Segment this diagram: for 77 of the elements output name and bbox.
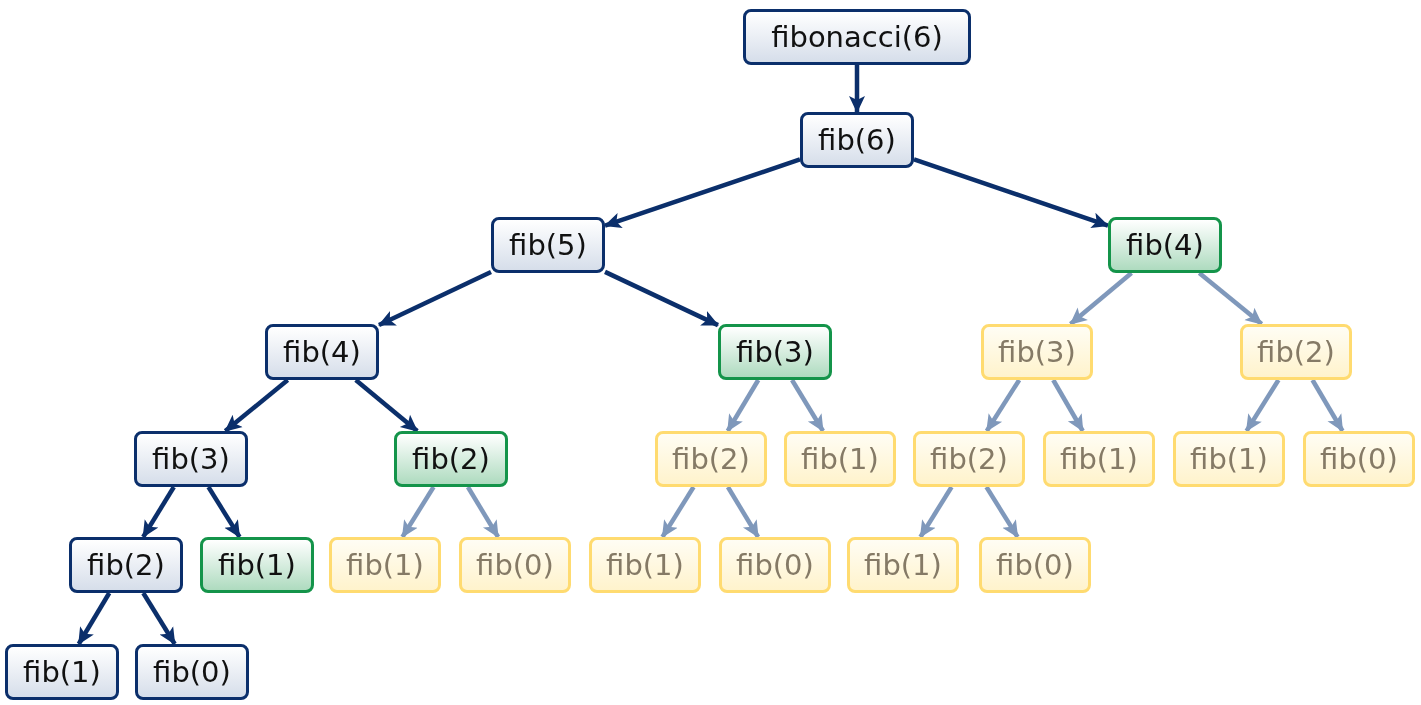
- arrow: [913, 157, 1109, 228]
- arrow: [984, 378, 1022, 433]
- call-box: [135, 644, 249, 700]
- call-box: [134, 431, 248, 487]
- call-label: fib(1): [1190, 442, 1268, 476]
- call-label: fib(1): [1060, 442, 1138, 476]
- call-label: fib(1): [218, 548, 296, 582]
- call-box: [1043, 431, 1155, 487]
- call-label: fib(2): [87, 548, 165, 582]
- call-box: [655, 431, 767, 487]
- call-box: [1108, 217, 1222, 273]
- call-box: [743, 9, 971, 65]
- call-label: fib(2): [930, 442, 1008, 476]
- arrow: [354, 378, 419, 433]
- call-box: [913, 431, 1025, 487]
- arrow: [1051, 378, 1085, 433]
- call-label: fibonacci(6): [771, 20, 943, 54]
- call-label: fib(1): [23, 655, 101, 689]
- arrow: [1310, 378, 1345, 433]
- arrow: [141, 485, 176, 539]
- call-box: [394, 431, 508, 487]
- call-label: fib(3): [736, 335, 814, 369]
- call-box: [200, 537, 314, 593]
- call-box: [329, 537, 441, 593]
- arrow: [1069, 271, 1133, 326]
- call-box: [1240, 324, 1352, 380]
- call-box: [784, 431, 896, 487]
- call-label: fib(0): [476, 548, 554, 582]
- arrow: [984, 485, 1020, 539]
- call-box: [979, 537, 1091, 593]
- call-box: [847, 537, 959, 593]
- call-box: [800, 112, 914, 168]
- call-label: fib(4): [1126, 228, 1204, 262]
- call-label: fib(0): [996, 548, 1074, 582]
- call-label: fib(0): [153, 655, 231, 689]
- call-box: [589, 537, 701, 593]
- call-label: fib(0): [1320, 442, 1398, 476]
- call-label: fib(1): [864, 548, 942, 582]
- arrow: [466, 485, 500, 539]
- call-label: fib(1): [606, 548, 684, 582]
- arrow: [378, 269, 492, 328]
- call-box: [1173, 431, 1285, 487]
- arrow: [206, 485, 242, 539]
- arrow: [400, 485, 436, 539]
- arrow: [660, 485, 696, 539]
- call-label: fib(3): [152, 442, 230, 476]
- call-label: fib(2): [1257, 335, 1335, 369]
- arrow: [1197, 271, 1264, 326]
- arrow: [223, 378, 290, 433]
- arrow: [918, 485, 954, 539]
- call-label: fib(2): [412, 442, 490, 476]
- call-label: fib(2): [672, 442, 750, 476]
- arrow: [790, 378, 825, 433]
- arrow: [725, 378, 761, 433]
- arrow: [604, 157, 801, 229]
- call-label: fib(3): [998, 335, 1076, 369]
- call-box: [459, 537, 571, 593]
- arrow: [849, 65, 865, 113]
- call-box: [491, 217, 605, 273]
- call-label: fib(1): [801, 442, 879, 476]
- call-box: [69, 537, 183, 593]
- call-label: fib(1): [346, 548, 424, 582]
- call-label: fib(6): [818, 123, 896, 157]
- call-label: fib(0): [736, 548, 814, 582]
- arrow: [726, 485, 760, 539]
- call-label: fib(4): [283, 335, 361, 369]
- call-box: [265, 324, 379, 380]
- arrow: [604, 269, 719, 328]
- call-box: [1303, 431, 1415, 487]
- call-box: [5, 644, 119, 700]
- call-box: [718, 324, 832, 380]
- arrow: [1244, 378, 1281, 433]
- call-label: fib(5): [509, 228, 587, 262]
- arrow: [76, 591, 112, 646]
- arrow: [141, 591, 177, 646]
- call-box: [981, 324, 1093, 380]
- call-box: [719, 537, 831, 593]
